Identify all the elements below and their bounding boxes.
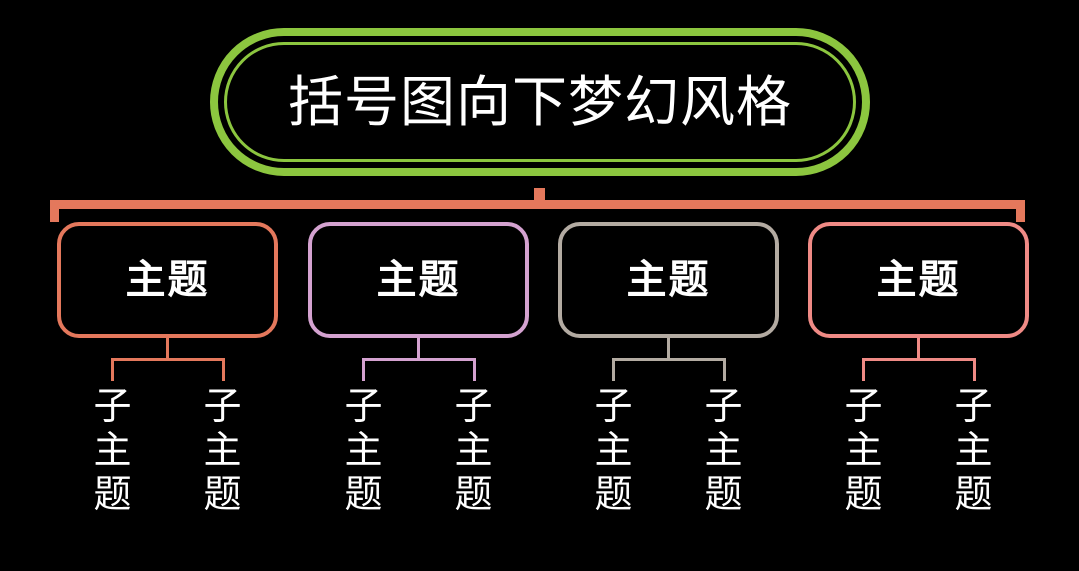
subtopic-char: 主	[844, 430, 883, 472]
subtopic-char: 主	[594, 430, 633, 472]
subtopic-char: 子	[344, 386, 383, 428]
bracket-stem	[667, 338, 670, 360]
bracket-rail	[611, 358, 726, 361]
trunk-connector-stub	[534, 188, 545, 204]
subtopic-char: 子	[594, 386, 633, 428]
subtopic-char: 子	[954, 386, 993, 428]
subtopic-char: 主	[203, 430, 242, 472]
subtopic-label[interactable]: 子主题	[90, 385, 136, 517]
topic-box-2[interactable]: 主题	[308, 222, 529, 338]
bracket-leg-left	[361, 358, 365, 381]
subtopic-char: 题	[203, 474, 242, 516]
bracket-rail	[361, 358, 476, 361]
root-node[interactable]: 括号图向下梦幻风格	[210, 28, 870, 176]
subtopic-char: 题	[844, 474, 883, 516]
subtopic-char: 题	[954, 474, 993, 516]
subtopic-char: 子	[203, 386, 242, 428]
bracket-stem	[917, 338, 920, 360]
subtopic-char: 题	[344, 474, 383, 516]
bracket-rail	[861, 358, 976, 361]
subtopic-label[interactable]: 子主题	[451, 385, 497, 517]
subtopic-char: 题	[93, 474, 132, 516]
main-branch-bar-tick-right	[1016, 200, 1025, 222]
topic-label-3: 主题	[626, 258, 711, 302]
main-branch-bar	[50, 200, 1025, 209]
bracket-stem	[417, 338, 420, 360]
topic-label-1: 主题	[125, 258, 210, 302]
subtopic-char: 主	[954, 430, 993, 472]
subtopic-char: 主	[93, 430, 132, 472]
subtopic-char: 主	[344, 430, 383, 472]
bracket-leg-right	[221, 358, 225, 381]
main-branch-bar-tick-left	[50, 200, 59, 222]
bracket-leg-right	[972, 358, 976, 381]
subtopic-char: 题	[454, 474, 493, 516]
topic-box-3[interactable]: 主题	[558, 222, 779, 338]
subtopic-label[interactable]: 子主题	[200, 385, 246, 517]
bracket-leg-right	[722, 358, 726, 381]
bracket-leg-left	[110, 358, 114, 381]
subtopic-label[interactable]: 子主题	[591, 385, 637, 517]
topic-box-4[interactable]: 主题	[808, 222, 1029, 338]
subtopic-label[interactable]: 子主题	[951, 385, 997, 517]
subtopic-char: 主	[454, 430, 493, 472]
subtopic-char: 子	[454, 386, 493, 428]
bracket-rail	[110, 358, 225, 361]
subtopic-char: 主	[704, 430, 743, 472]
bracket-leg-left	[611, 358, 615, 381]
root-node-label: 括号图向下梦幻风格	[287, 70, 792, 133]
subtopic-char: 题	[704, 474, 743, 516]
subtopic-char: 子	[704, 386, 743, 428]
bracket-leg-right	[472, 358, 476, 381]
subtopic-label[interactable]: 子主题	[341, 385, 387, 517]
topic-label-4: 主题	[876, 258, 961, 302]
bracket-leg-left	[861, 358, 865, 381]
subtopic-char: 子	[93, 386, 132, 428]
subtopic-char: 题	[594, 474, 633, 516]
subtopic-char: 子	[844, 386, 883, 428]
subtopic-label[interactable]: 子主题	[841, 385, 887, 517]
topic-box-1[interactable]: 主题	[57, 222, 278, 338]
subtopic-label[interactable]: 子主题	[701, 385, 747, 517]
bracket-stem	[166, 338, 169, 360]
topic-label-2: 主题	[376, 258, 461, 302]
